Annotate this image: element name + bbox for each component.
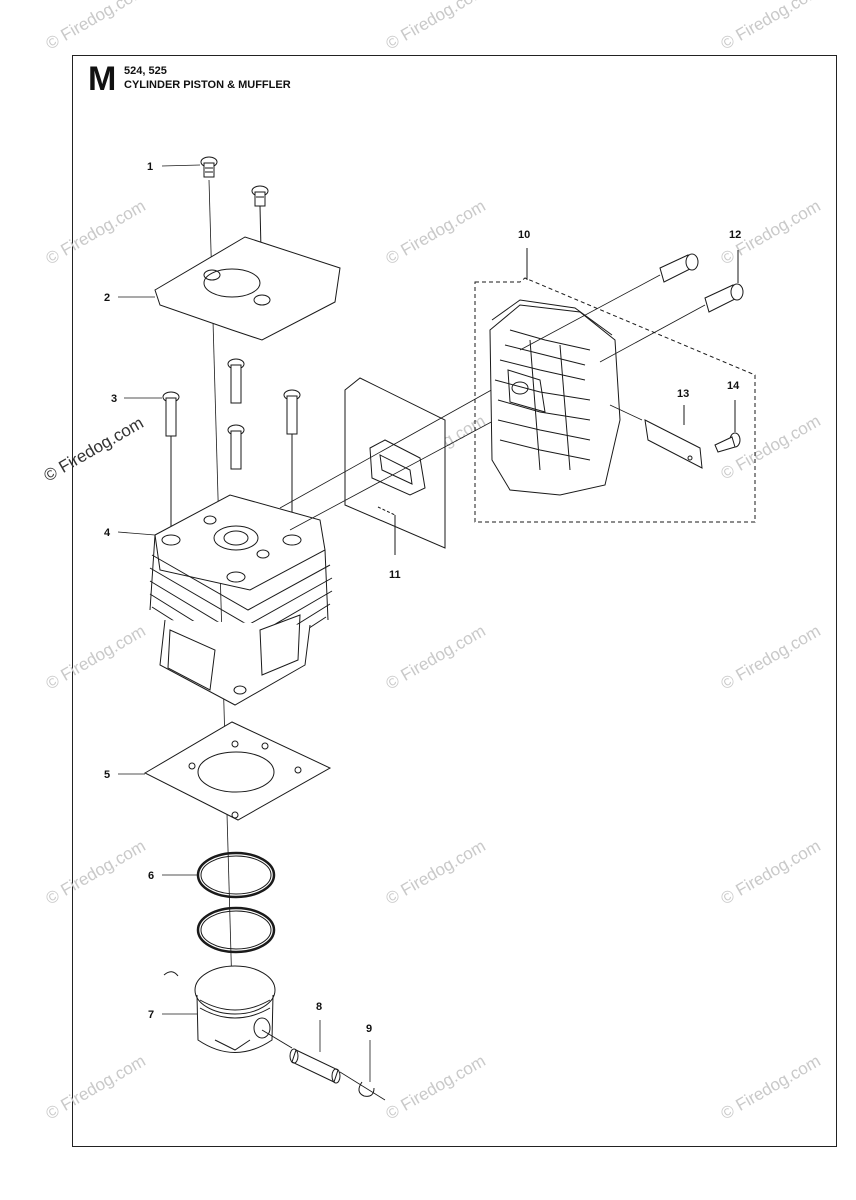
watermark: © Firedog.com	[43, 836, 149, 908]
watermark: © Firedog.com	[43, 1051, 149, 1123]
callout-7: 7	[148, 1009, 154, 1021]
watermarks: © Firedog.com © Firedog.com © Firedog.co…	[41, 0, 824, 1123]
part-3-bolt-4	[283, 389, 301, 540]
callout-6: 6	[148, 870, 154, 882]
watermark: © Firedog.com	[383, 1051, 489, 1123]
watermark: © Firedog.com	[43, 196, 149, 268]
part-8-pin	[261, 1029, 341, 1084]
part-3-bolt-2	[227, 358, 245, 404]
part-1-screw	[200, 156, 218, 178]
callout-9: 9	[366, 1023, 372, 1035]
section-letter: M	[88, 60, 117, 98]
leader-lines	[117, 164, 371, 1082]
part-10-muffler	[489, 299, 621, 496]
callouts: 1 2 3 4 5 6 7 8 9 10 11 12 13 14	[104, 161, 741, 1035]
watermark: © Firedog.com	[383, 196, 489, 268]
part-10-group	[474, 248, 756, 523]
watermark: © Firedog.com	[43, 621, 149, 693]
part-14-screw	[714, 400, 741, 453]
watermark: © Firedog.com	[383, 0, 489, 53]
part-12-screw-2	[599, 250, 744, 363]
watermark: © Firedog.com	[383, 836, 489, 908]
callout-10: 10	[518, 229, 530, 241]
part-12-screw-1	[519, 253, 699, 351]
diagram-title: CYLINDER PISTON & MUFFLER	[124, 79, 291, 91]
part-13-plate	[609, 404, 703, 469]
part-4-cylinder	[149, 494, 333, 706]
part-11-gasket	[344, 377, 446, 555]
watermark: © Firedog.com	[718, 836, 824, 908]
part-3-bolt-1	[162, 391, 180, 540]
watermark-main: © Firedog.com	[41, 413, 147, 485]
callout-5: 5	[104, 769, 110, 781]
page-frame	[72, 55, 837, 1147]
callout-14: 14	[727, 380, 740, 392]
callout-1: 1	[147, 161, 153, 173]
part-7-piston	[163, 965, 276, 1053]
callout-4: 4	[104, 527, 111, 539]
part-6-rings	[196, 851, 276, 954]
watermark: © Firedog.com	[718, 1051, 824, 1123]
callout-13: 13	[677, 388, 689, 400]
callout-3: 3	[111, 393, 117, 405]
watermark: © Firedog.com	[383, 621, 489, 693]
callout-8: 8	[316, 1001, 322, 1013]
part-3-bolt-3	[227, 424, 245, 470]
part-5-gasket	[143, 721, 332, 821]
part-9-circlip	[339, 1071, 386, 1101]
model-numbers: 524, 525	[124, 65, 167, 77]
drawing	[143, 156, 756, 1101]
watermark: © Firedog.com	[43, 0, 149, 53]
callout-2: 2	[104, 292, 110, 304]
callout-11: 11	[389, 569, 401, 581]
watermark: © Firedog.com	[718, 621, 824, 693]
part-2-gasket	[154, 236, 341, 341]
callout-12: 12	[729, 229, 741, 241]
watermark: © Firedog.com	[718, 0, 824, 53]
